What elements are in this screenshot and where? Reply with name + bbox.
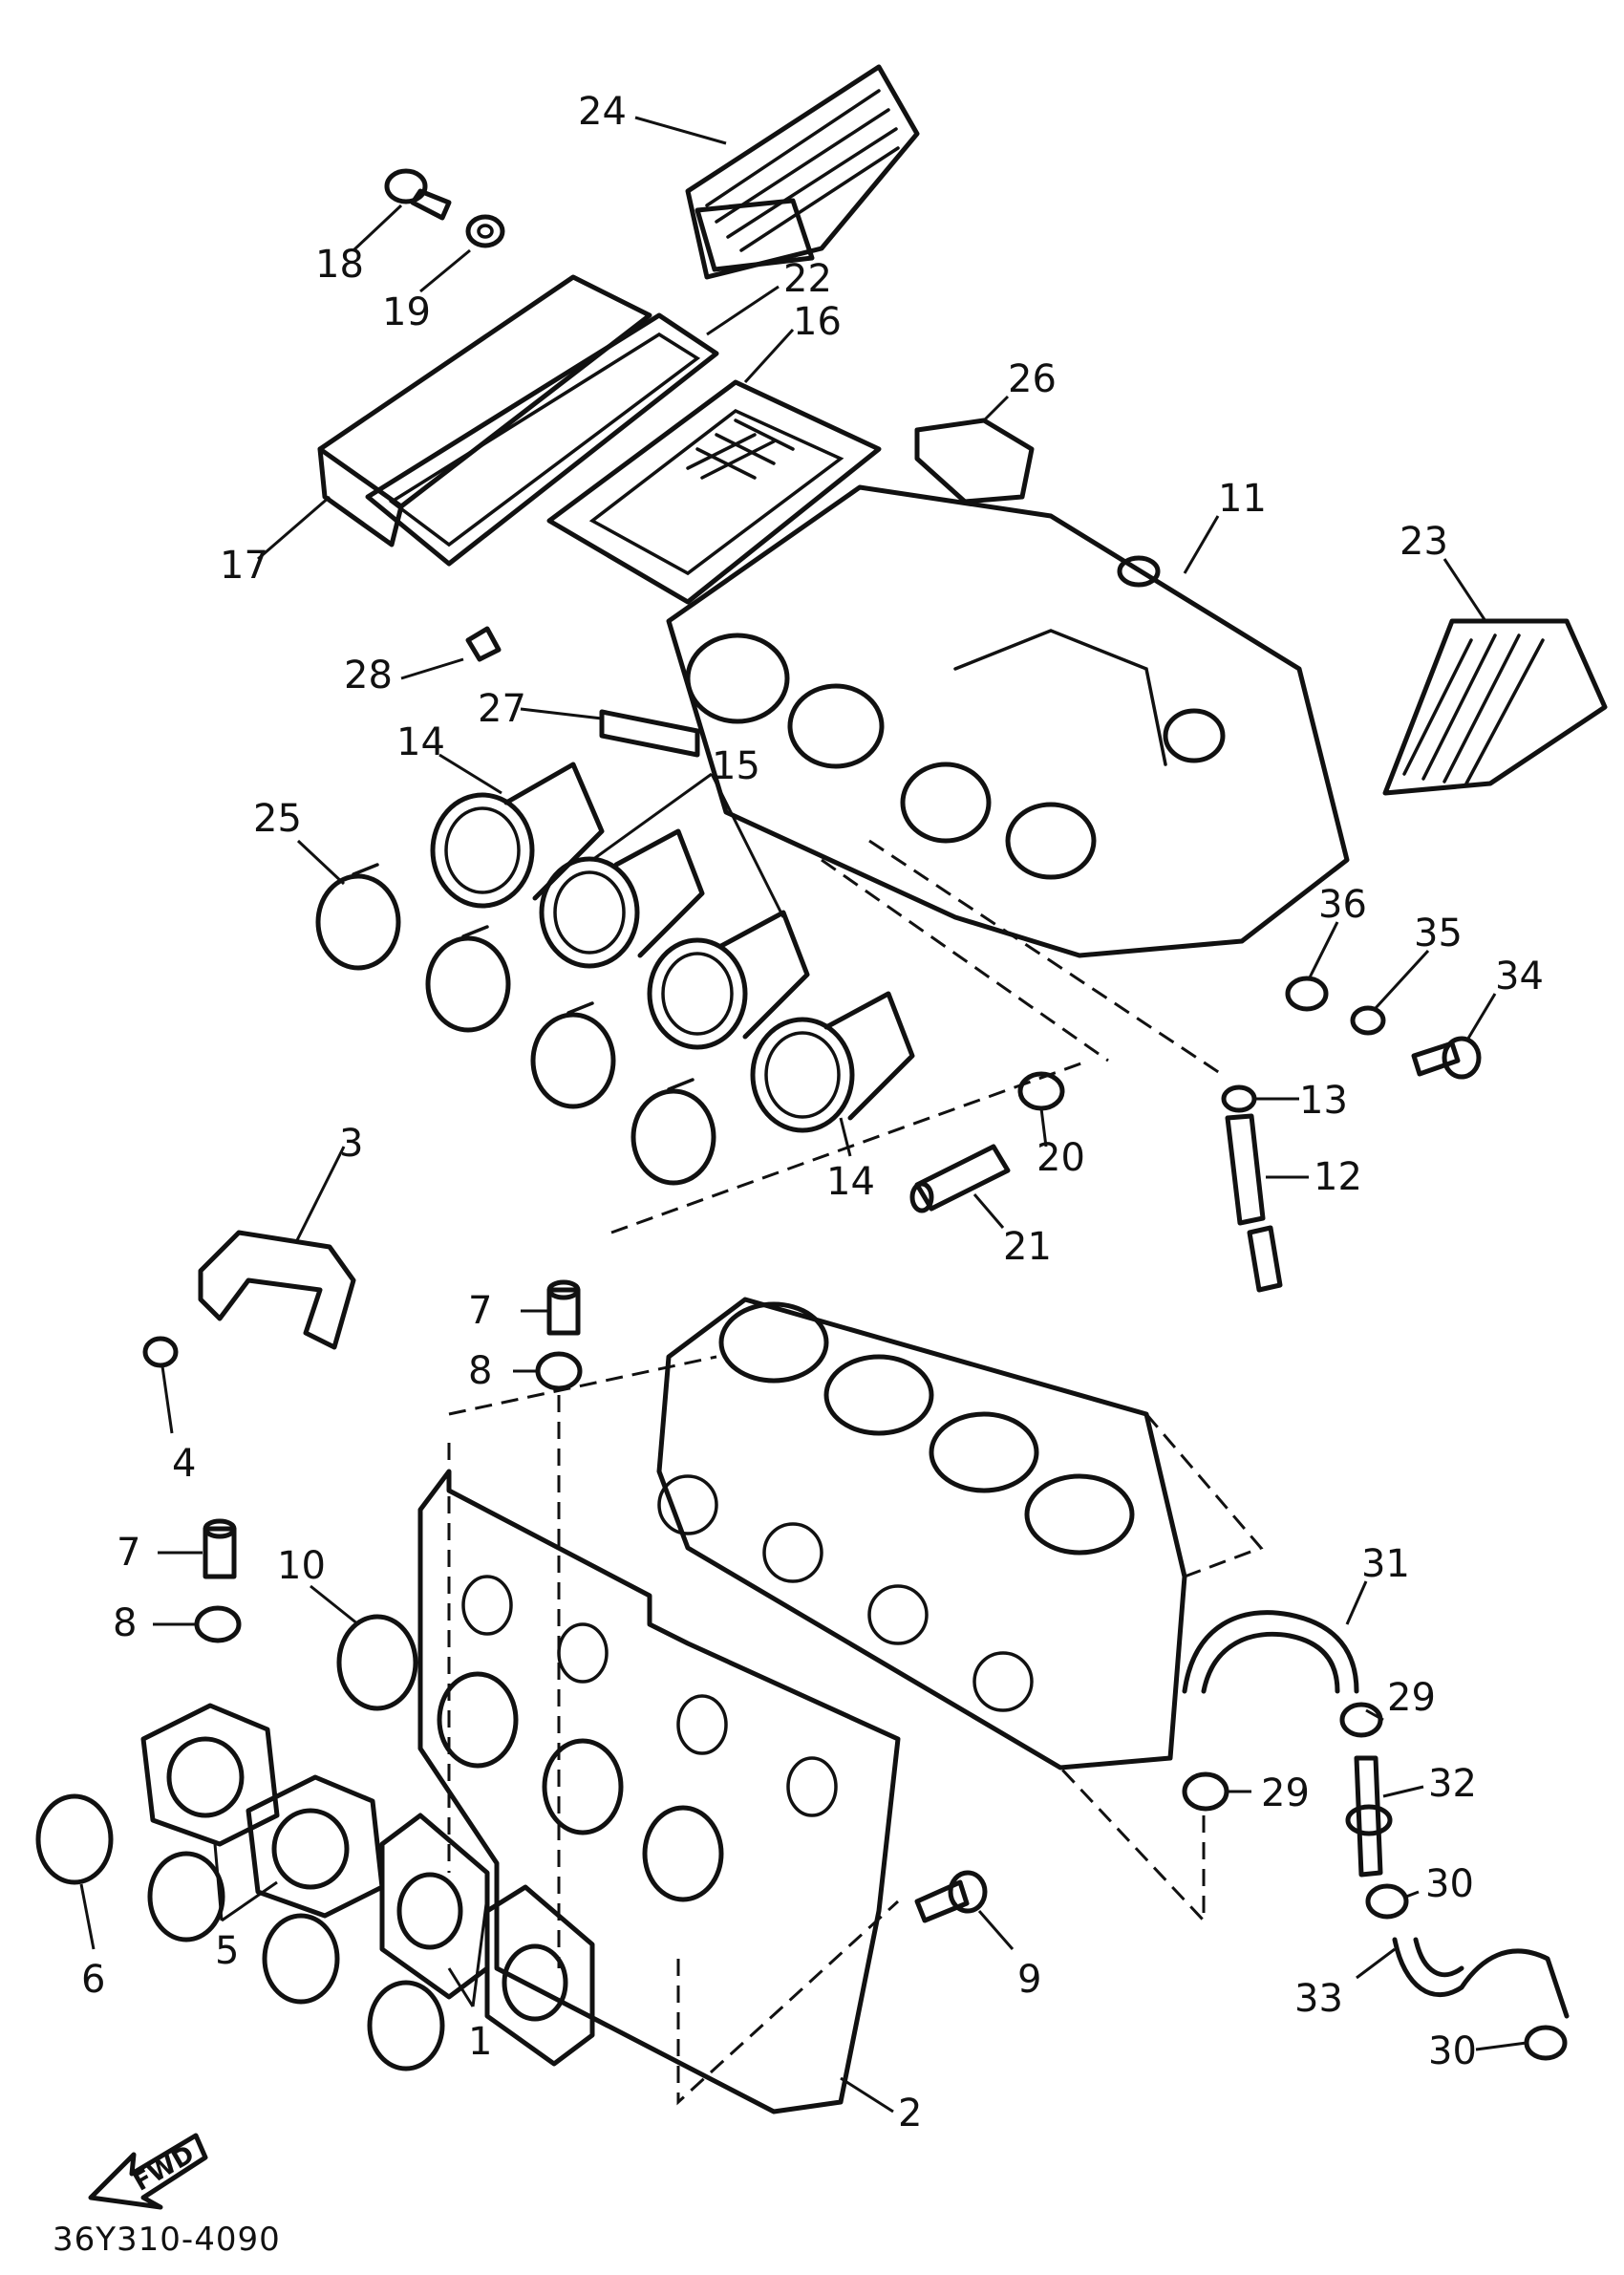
forward-direction-arrow: FWD — [88, 2133, 208, 2210]
label-27: 27 — [478, 687, 526, 731]
label-30-upper: 30 — [1425, 1862, 1474, 1906]
part-13-clip — [1221, 1084, 1257, 1113]
label-32: 32 — [1428, 1762, 1477, 1806]
label-29-lower: 29 — [1261, 1771, 1310, 1815]
label-1: 1 — [468, 2020, 492, 2064]
part-3-bracket — [198, 1230, 356, 1350]
label-26: 26 — [1008, 357, 1057, 401]
label-12: 12 — [1314, 1155, 1362, 1199]
label-17: 17 — [220, 544, 268, 588]
callout-labels: 24 18 19 22 16 26 11 23 17 28 27 14 15 2… — [81, 90, 1544, 2135]
label-36: 36 — [1318, 883, 1367, 927]
part-1-manifolds — [379, 1813, 595, 2067]
part-8-clip-upper — [535, 1351, 583, 1391]
carburetor-bank — [656, 1297, 1187, 1771]
label-7-lower: 7 — [117, 1531, 140, 1575]
part-19-washer — [465, 214, 505, 248]
part-18-bolt — [384, 168, 452, 221]
diagram-code: 36Y310-4090 — [53, 2221, 281, 2259]
label-6: 6 — [81, 1958, 105, 2002]
part-35-washer — [1350, 1005, 1386, 1036]
label-13: 13 — [1299, 1079, 1348, 1123]
label-33: 33 — [1294, 1977, 1343, 2021]
label-29-upper: 29 — [1387, 1676, 1436, 1720]
label-31: 31 — [1361, 1542, 1410, 1586]
leader-lines — [79, 116, 1528, 2114]
label-4: 4 — [172, 1442, 196, 1486]
label-10: 10 — [277, 1544, 326, 1588]
label-7-upper: 7 — [468, 1289, 492, 1333]
label-20: 20 — [1036, 1136, 1085, 1180]
part-33-hose — [1392, 1937, 1570, 2019]
label-22: 22 — [783, 257, 832, 301]
part-15-joint — [539, 828, 705, 969]
label-24: 23 — [1400, 520, 1448, 564]
part-28-plug — [465, 626, 502, 662]
part-10-clamps — [336, 1614, 724, 1902]
part-16-filter-element — [546, 379, 882, 605]
part-9-bolt — [914, 1870, 988, 1923]
part-25-intake-boot — [685, 64, 920, 280]
dashed-assembly-lines — [447, 839, 1264, 2106]
part-11-air-box — [666, 484, 1350, 958]
part-26-clip — [914, 418, 1035, 504]
label-34: 34 — [1495, 955, 1544, 998]
label-8-upper: 8 — [468, 1349, 492, 1393]
label-2: 2 — [898, 2092, 922, 2135]
part-34-bolt — [1411, 1036, 1482, 1080]
part-2-plate — [417, 1469, 901, 2114]
label-5: 5 — [215, 1929, 239, 1973]
label-28: 28 — [344, 654, 393, 698]
label-18: 18 — [315, 243, 364, 287]
label-3: 3 — [339, 1122, 363, 1166]
label-30-lower: 30 — [1428, 2029, 1477, 2073]
label-23: 25 — [253, 797, 302, 841]
part-12-hose — [1225, 1113, 1283, 1293]
label-25: 24 — [578, 90, 627, 134]
label-14-upper: 14 — [396, 720, 445, 764]
part-31-hose — [1182, 1610, 1359, 1694]
label-19: 19 — [382, 290, 431, 334]
part-7-cap-lower — [203, 1518, 237, 1579]
label-8-lower: 8 — [113, 1601, 137, 1645]
label-21: 21 — [1003, 1225, 1052, 1269]
part-14-joint-lower — [750, 991, 915, 1133]
label-16: 16 — [793, 300, 842, 344]
part-17-cover — [317, 274, 652, 547]
part-6-o-rings — [35, 1793, 445, 2071]
label-11: 11 — [1218, 477, 1267, 521]
part-4-screw — [142, 1336, 179, 1368]
part-27-clamp-band — [599, 709, 700, 758]
part-15-joint-2 — [647, 910, 810, 1050]
part-22-gasket — [365, 312, 719, 567]
part-23-clamps — [315, 863, 716, 1186]
part-24-intake-boot — [1382, 618, 1608, 796]
part-5-manifolds — [140, 1703, 385, 1919]
part-8-clip-lower — [194, 1605, 242, 1643]
label-15: 15 — [712, 744, 760, 788]
label-14-lower: 14 — [826, 1160, 875, 1204]
part-21-drain-plug — [909, 1144, 1011, 1213]
part-7-cap-upper — [546, 1279, 581, 1336]
part-36-nut — [1285, 976, 1329, 1012]
part-32-joint — [1345, 1755, 1393, 1878]
label-9: 9 — [1017, 1958, 1041, 2002]
fwd-text: FWD — [129, 2140, 200, 2198]
label-35: 35 — [1414, 912, 1463, 955]
part-14-joint-upper — [430, 762, 605, 909]
